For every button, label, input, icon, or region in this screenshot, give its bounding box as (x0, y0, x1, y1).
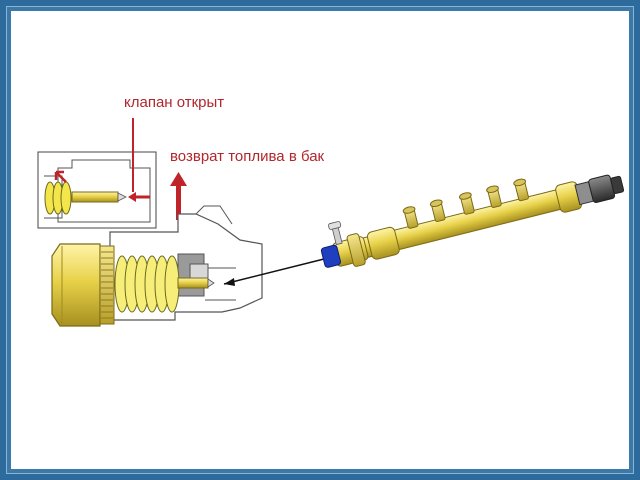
valve-detail-inset (37, 151, 157, 229)
fuel-return-label: возврат топлива в бак (170, 148, 325, 165)
threaded-nut (51, 243, 115, 327)
valve-open-label: клапан открыт (124, 94, 225, 111)
blue-connector (320, 244, 341, 268)
valve-plunger (177, 277, 209, 289)
red-diagonal-arrow-icon (54, 170, 67, 183)
pointer-arrow-icon (223, 257, 329, 285)
inset-spring (44, 181, 72, 215)
valve-housing-section (51, 205, 329, 327)
valve-spring (114, 255, 180, 313)
fuel-return-arrow-icon (170, 172, 187, 220)
inset-plunger (71, 191, 119, 203)
fuel-rail (320, 174, 625, 268)
